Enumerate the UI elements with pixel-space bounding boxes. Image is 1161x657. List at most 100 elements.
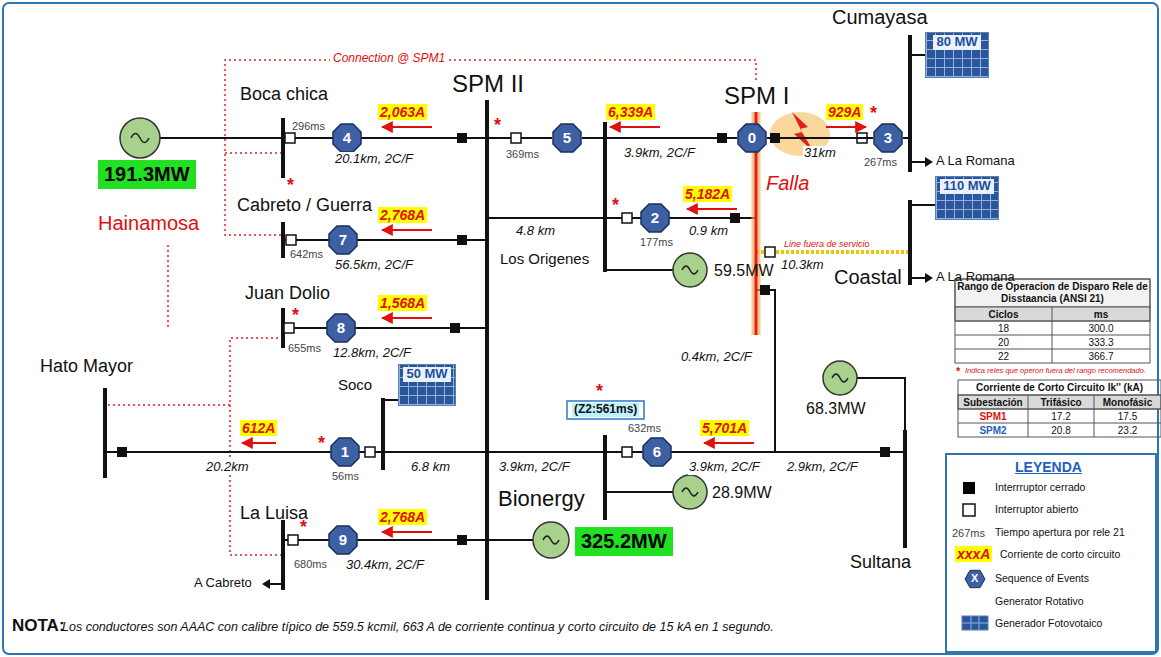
open-breaker: [622, 213, 632, 223]
node-text: (Z2:561ms): [572, 403, 639, 417]
red-asterisk: *: [956, 366, 960, 377]
relay-hexagon: 3: [873, 123, 903, 153]
note-title: NOTA:: [12, 616, 65, 636]
node-text: 0: [748, 129, 756, 146]
fault-current: 5,701A: [700, 420, 749, 436]
open-breaker: [285, 133, 295, 143]
closed-breaker: [457, 535, 467, 545]
bus-bar: [903, 430, 907, 548]
note-text: Los conductores son AAAC con calibre típ…: [62, 620, 774, 634]
legend-swatch: [963, 482, 975, 494]
line-length: 12.8km, 2C/F: [332, 346, 412, 361]
red-asterisk: *: [318, 434, 325, 452]
fault-current-arrow: [704, 442, 754, 444]
area-name: Hainamosa: [98, 212, 199, 235]
fault-label: Falla: [766, 172, 809, 195]
bus-bar: [105, 35, 910, 600]
pv-generator-box: 50 MW: [398, 364, 456, 406]
relay-hexagon: 4: [332, 123, 362, 153]
table-grid: [958, 395, 1161, 409]
line: [910, 161, 925, 163]
bus-bar: [281, 520, 285, 590]
line: [160, 137, 487, 139]
rotating-generator: [823, 361, 857, 395]
bus-name: SPM II: [452, 70, 524, 98]
fault-current-arrow: [382, 126, 432, 128]
fault-current-arrow: [382, 531, 432, 533]
bus-name: Hato Mayor: [40, 356, 133, 377]
closed-breaker: [457, 235, 467, 245]
line: [605, 269, 673, 271]
red-dotted-connection: [105, 60, 756, 555]
red-asterisk: *: [494, 116, 501, 134]
bus-name: Cumayasa: [832, 6, 928, 29]
fault-current: 2,768A: [378, 509, 427, 525]
generator-sine: [682, 266, 698, 274]
legend-text: Interruptor abierto: [995, 503, 1153, 515]
red-dotted-connection: [225, 60, 756, 235]
node-text: 6: [653, 443, 661, 460]
generator-sine: [832, 374, 848, 382]
frame: [3, 3, 1158, 654]
legend-symbol: [962, 616, 988, 630]
relay-hexagon: 7: [328, 225, 358, 255]
legend-title: LEYENDA: [1015, 459, 1082, 475]
node-text: 3: [884, 129, 892, 146]
red-dotted-connection: [225, 152, 283, 154]
trip-time: 267ms: [864, 156, 897, 169]
table-cell: 22: [955, 350, 1052, 363]
relay-outline: [738, 124, 766, 152]
relay-hexagon: 8: [326, 313, 356, 343]
node-text: 325.2MW: [581, 530, 667, 553]
closed-breaker: [760, 285, 770, 295]
legend-text: Generator Rotativo: [995, 595, 1153, 607]
table-cell: 17.5: [1094, 410, 1161, 423]
open-breaker: [284, 323, 294, 333]
open-breaker: [511, 133, 521, 143]
fault-current-arrow: [687, 208, 737, 210]
table-grid: [955, 279, 1150, 363]
red-asterisk: *: [287, 176, 294, 194]
line-length: 31km: [803, 146, 837, 161]
line-length: 2.9km, 2C/F: [786, 460, 859, 475]
bus-bar: [908, 35, 912, 172]
bus-name: Los Origenes: [500, 250, 589, 267]
trip-time: 177ms: [640, 236, 673, 249]
trip-time: 296ms: [292, 120, 325, 133]
relay-hexagon: 5: [552, 123, 582, 153]
line: [910, 277, 925, 279]
node-text: 8: [337, 319, 345, 336]
bus-bar: [281, 222, 285, 258]
callout-number: X: [971, 572, 978, 585]
fault-current-arrow: [242, 442, 276, 444]
bus-name: Boca chica: [240, 84, 328, 105]
bus-name: Sultana: [850, 552, 911, 573]
table-cell: 18: [955, 322, 1052, 335]
node-text: 191.3MW: [104, 163, 190, 186]
line-length: 3.9km, 2C/F: [623, 146, 696, 161]
open-breaker: [286, 235, 296, 245]
legend-text: Interrruptor cerrado: [995, 481, 1153, 493]
legend-text: Tiempo apertura por rele 21: [995, 526, 1153, 538]
node-text: 4: [343, 129, 351, 146]
open-breaker: [765, 247, 775, 257]
legend-symbol: [963, 504, 975, 516]
trip-time: 642ms: [290, 248, 323, 261]
relay-outline: [331, 438, 359, 466]
red-dotted-connection: [105, 404, 230, 406]
generation-mw: 59.5MW: [714, 262, 774, 280]
fault-current: 5,182A: [683, 186, 732, 202]
bus-bar: [381, 398, 385, 470]
node-text: 9: [339, 531, 347, 548]
table-grid: [955, 307, 1150, 363]
table-header: Monofásic: [1094, 396, 1161, 409]
line-length: 6.8 km: [410, 460, 451, 475]
bus-bar: [603, 435, 607, 520]
legend-symbol: [962, 504, 988, 630]
table-header: Trifásico: [1028, 396, 1094, 409]
rotating-generator: [533, 522, 569, 558]
relay-outline: [329, 226, 357, 254]
table-grid: [958, 395, 1161, 437]
